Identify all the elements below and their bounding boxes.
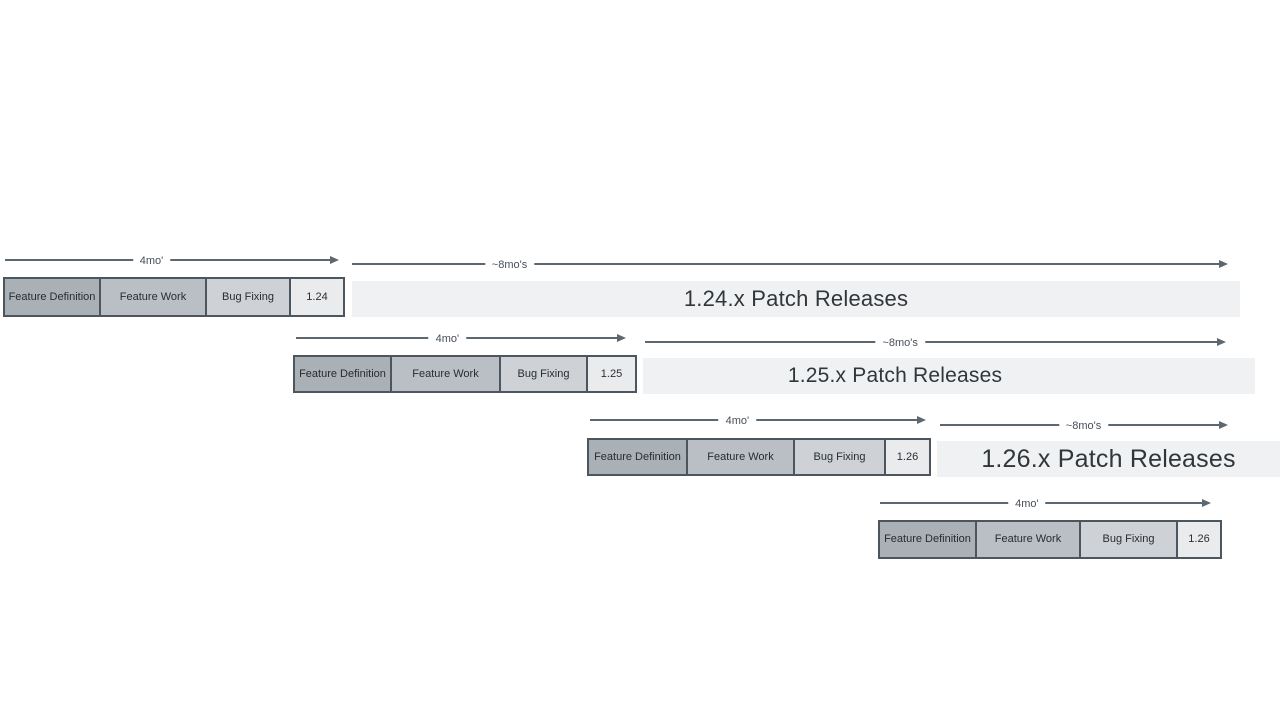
patch-releases-label: 1.26.x Patch Releases [981, 444, 1236, 473]
version-box: 1.24 [289, 277, 345, 317]
patch-releases-label: 1.25.x Patch Releases [787, 364, 1003, 387]
phase-label: Bug Fixing [1102, 533, 1155, 545]
phase-label: Feature Definition [299, 367, 386, 380]
phase-label: Bug Fixing [517, 367, 570, 380]
phase-label: Feature Work [707, 450, 774, 463]
release-phases: Feature Definition Feature Work Bug Fixi… [3, 277, 345, 317]
four-month-arrow: 4mo' [590, 412, 926, 428]
version-label: 1.25 [600, 367, 623, 380]
phase-feature-definition: Feature Definition [878, 520, 977, 559]
release-phases: Feature Definition Feature Work Bug Fixi… [587, 438, 931, 476]
version-box: 1.26 [1176, 520, 1222, 559]
phase-label: Feature Definition [8, 290, 96, 303]
phase-feature-work: Feature Work [686, 438, 795, 476]
patch-releases-bar: 1.24.x Patch Releases [352, 281, 1240, 317]
phase-feature-work: Feature Work [99, 277, 207, 317]
four-month-label: 4mo' [428, 333, 467, 346]
version-box: 1.26 [884, 438, 931, 476]
eight-month-arrow: ~8mo's [940, 417, 1228, 433]
four-month-arrow: 4mo' [296, 330, 626, 346]
phase-bug-fixing: Bug Fixing [205, 277, 291, 317]
arrow-line [352, 260, 1228, 268]
phase-bug-fixing: Bug Fixing [793, 438, 886, 476]
version-box: 1.25 [586, 355, 637, 393]
phase-label: Feature Work [412, 367, 479, 380]
version-label: 1.26 [896, 450, 919, 463]
phase-bug-fixing: Bug Fixing [499, 355, 588, 393]
four-month-label: 4mo' [1008, 498, 1046, 511]
four-month-arrow: 4mo' [5, 252, 339, 268]
eight-month-label: ~8mo's [484, 259, 535, 272]
phase-label: Feature Definition [594, 450, 681, 463]
phase-bug-fixing: Bug Fixing [1079, 520, 1178, 559]
eight-month-label: ~8mo's [875, 337, 925, 350]
patch-releases-bar: 1.26.x Patch Releases [937, 441, 1280, 477]
eight-month-label: ~8mo's [1058, 420, 1109, 433]
arrow-line [645, 338, 1226, 346]
phase-label: Feature Work [119, 290, 187, 303]
phase-feature-work: Feature Work [975, 520, 1081, 559]
phase-feature-definition: Feature Definition [293, 355, 392, 393]
patch-releases-label: 1.24.x Patch Releases [683, 286, 909, 311]
eight-month-arrow: ~8mo's [352, 256, 1228, 272]
four-month-label: 4mo' [132, 255, 171, 268]
phase-label: Feature Definition [884, 533, 971, 545]
four-month-label: 4mo' [718, 415, 757, 428]
phase-feature-definition: Feature Definition [3, 277, 101, 317]
phase-feature-work: Feature Work [390, 355, 501, 393]
phase-label: Bug Fixing [813, 450, 866, 463]
version-label: 1.24 [306, 290, 328, 303]
phase-label: Feature Work [994, 533, 1062, 545]
phase-label: Bug Fixing [222, 290, 274, 303]
version-label: 1.26 [1188, 533, 1210, 545]
patch-releases-bar: 1.25.x Patch Releases [643, 358, 1255, 394]
four-month-arrow: 4mo' [880, 495, 1211, 511]
release-phases: Feature Definition Feature Work Bug Fixi… [293, 355, 637, 393]
phase-feature-definition: Feature Definition [587, 438, 688, 476]
release-phases: Feature Definition Feature Work Bug Fixi… [878, 520, 1222, 559]
eight-month-arrow: ~8mo's [645, 334, 1226, 350]
